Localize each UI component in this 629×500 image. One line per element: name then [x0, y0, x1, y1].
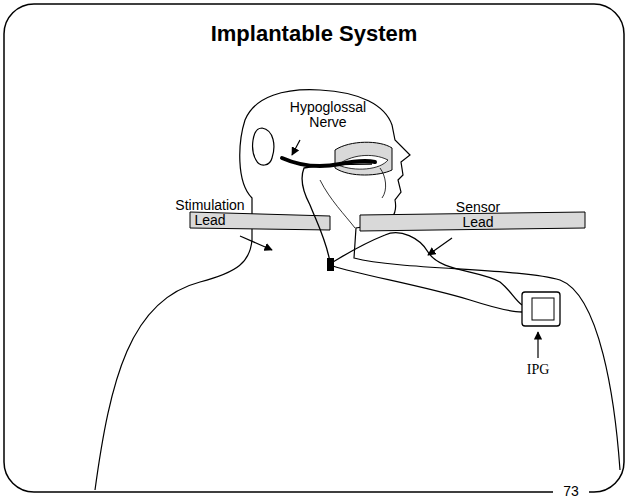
stimulation-lead [302, 164, 372, 262]
leader-arrow [292, 140, 300, 155]
clavicle [190, 212, 585, 231]
page-number: 73 [553, 484, 589, 499]
lead-wire [333, 266, 522, 312]
part-label: Hypoglossal Nerve [283, 100, 373, 131]
jaw-line [380, 168, 386, 198]
body-outline [95, 90, 620, 490]
lead-anchor [327, 258, 334, 271]
part-label: IPG [518, 362, 558, 377]
slide-frame [4, 4, 624, 492]
leader-arrow [537, 332, 538, 358]
leader-arrow [240, 236, 272, 250]
ear [253, 128, 274, 165]
ipg-header [532, 298, 554, 320]
part-label: Sensor Lead [448, 200, 508, 231]
leader-arrow [428, 238, 452, 255]
part-label: Stimulation Lead [170, 198, 250, 229]
oral-cavity [335, 142, 392, 175]
sensor-lead [333, 233, 522, 305]
ipg-device [522, 292, 560, 326]
slide-title: Implantable System [211, 22, 418, 46]
